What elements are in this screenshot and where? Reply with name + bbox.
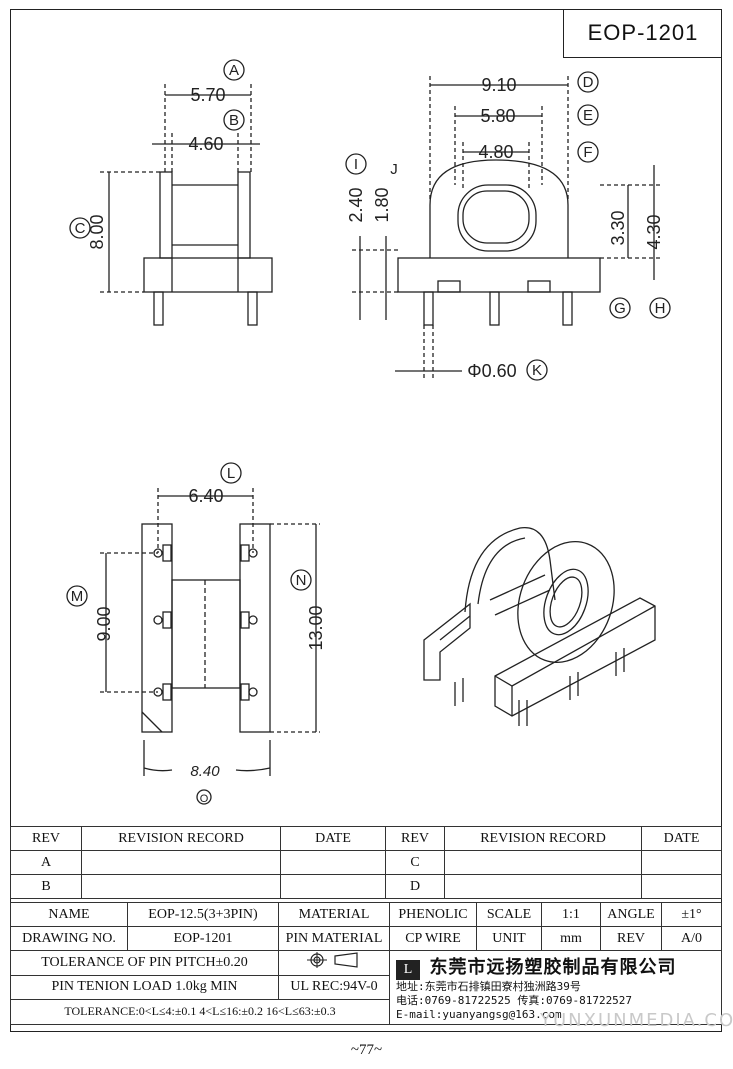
- company-phone: 电话:0769-81722525 传真:0769-81722527: [396, 993, 633, 1007]
- spec-table: NAME EOP-12.5(3+3PIN) MATERIAL PHENOLIC …: [10, 902, 722, 1025]
- company-block: L 东莞市远扬塑胶制品有限公司 地址:东莞市石排镇田寮村独洲路39号 电话:07…: [389, 950, 722, 1025]
- marker-a: A: [229, 62, 239, 79]
- drawing-title: EOP-1201: [563, 9, 722, 58]
- dim-j-value: 1.80: [372, 187, 392, 222]
- material-label: MATERIAL: [278, 902, 390, 927]
- date-cell: [641, 850, 722, 875]
- pin-load: PIN TENION LOAD 1.0kg MIN: [10, 974, 279, 1001]
- marker-j: J: [390, 161, 398, 178]
- dim-a-value: 5.70: [190, 85, 225, 105]
- marker-m: M: [71, 588, 84, 605]
- marker-o: O: [200, 793, 209, 805]
- name-value: EOP-12.5(3+3PIN): [127, 902, 279, 927]
- dim-d-value: 9.10: [481, 75, 516, 95]
- spec-row-tolerance: TOLERANCE OF PIN PITCH±0.20 L 东莞市远扬塑胶制品有…: [10, 950, 722, 1025]
- tolerance-pitch: TOLERANCE OF PIN PITCH±0.20: [10, 950, 279, 976]
- rev-cell: C: [385, 850, 445, 875]
- page-number: ~77~: [350, 1042, 383, 1058]
- material-value: PHENOLIC: [389, 902, 477, 927]
- dim-i-value: 2.40: [346, 187, 366, 222]
- drawing-no-label: DRAWING NO.: [10, 926, 128, 951]
- revision-record-header-2: REVISION RECORD: [444, 826, 642, 851]
- rev-cell: B: [10, 874, 82, 899]
- date-cell: [280, 874, 386, 899]
- company-name: 东莞市远扬塑胶制品有限公司: [429, 957, 677, 978]
- spec-row-load: PIN TENION LOAD 1.0kg MIN UL REC:94V-0: [10, 974, 722, 1001]
- pin-material-value: CP WIRE: [389, 926, 477, 951]
- rev-cell: A: [10, 850, 82, 875]
- rev-value: A/0: [661, 926, 722, 951]
- dim-b-value: 4.60: [188, 134, 223, 154]
- scale-label: SCALE: [476, 902, 542, 927]
- drawing-no-value: EOP-1201: [127, 926, 279, 951]
- table-row: A C: [10, 850, 722, 875]
- dim-e-value: 5.80: [480, 106, 515, 126]
- marker-g: G: [614, 300, 626, 317]
- company-logo: L: [396, 959, 420, 980]
- dim-h-value: 4.30: [644, 214, 664, 249]
- pin-material-label: PIN MATERIAL: [278, 926, 390, 951]
- spec-row-range: TOLERANCE:0<L≤4:±0.1 4<L≤16:±0.2 16<L≤63…: [10, 999, 722, 1025]
- rev-header-2: REV: [385, 826, 445, 851]
- marker-e: E: [583, 107, 593, 124]
- projection-icon: [307, 952, 358, 969]
- dim-o-value: 8.40: [190, 763, 220, 780]
- revision-record-header: REVISION RECORD: [81, 826, 281, 851]
- unit-value: mm: [541, 926, 601, 951]
- drawing-frame: [10, 9, 722, 1032]
- ul-rec: UL REC:94V-0: [278, 974, 390, 1001]
- scale-value: 1:1: [541, 902, 601, 927]
- name-label: NAME: [10, 902, 128, 927]
- dim-m-value: 9.00: [94, 606, 114, 641]
- front-view: [100, 84, 273, 326]
- unit-label: UNIT: [476, 926, 542, 951]
- record-cell: [444, 874, 642, 899]
- technical-drawing: A B C D E F I J G H K L M N O 5.70 4.60 …: [66, 59, 671, 805]
- date-header-2: DATE: [641, 826, 722, 851]
- dim-k-value: Φ0.60: [467, 361, 516, 381]
- spec-row-name: NAME EOP-12.5(3+3PIN) MATERIAL PHENOLIC …: [10, 902, 722, 927]
- marker-f: F: [583, 144, 592, 161]
- date-cell: [280, 850, 386, 875]
- marker-n: N: [296, 572, 307, 589]
- dim-f-value: 4.80: [478, 142, 513, 162]
- dim-g-value: 3.30: [608, 210, 628, 245]
- company-address: 地址:东莞市石排镇田寮村独洲路39号: [396, 979, 581, 993]
- marker-d: D: [583, 74, 594, 91]
- side-view: [352, 76, 660, 378]
- table-row: B D: [10, 874, 722, 899]
- dim-n-value: 13.00: [306, 605, 326, 650]
- record-cell: [81, 874, 281, 899]
- watermark: YUNXUNMEDIA.COM: [540, 1010, 733, 1031]
- record-cell: [444, 850, 642, 875]
- tolerance-range: TOLERANCE:0<L≤4:±0.1 4<L≤16:±0.2 16<L≤63…: [10, 999, 390, 1025]
- date-cell: [641, 874, 722, 899]
- marker-l: L: [227, 465, 235, 482]
- isometric-view: [423, 526, 656, 726]
- date-header: DATE: [280, 826, 386, 851]
- projection-symbol: [278, 950, 390, 976]
- company-email: E-mail:yuanyangsg@163.com: [396, 1007, 562, 1021]
- marker-i: I: [354, 156, 358, 173]
- marker-k: K: [532, 362, 542, 379]
- revision-table: REV REVISION RECORD DATE REV REVISION RE…: [10, 826, 722, 899]
- marker-h: H: [655, 300, 666, 317]
- bottom-view: [100, 488, 320, 776]
- spec-row-drawing: DRAWING NO. EOP-1201 PIN MATERIAL CP WIR…: [10, 926, 722, 951]
- angle-value: ±1°: [661, 902, 722, 927]
- rev-cell: D: [385, 874, 445, 899]
- rev-header: REV: [10, 826, 82, 851]
- rev-label: REV: [600, 926, 662, 951]
- dim-c-value: 8.00: [87, 214, 107, 249]
- marker-b: B: [229, 112, 239, 129]
- record-cell: [81, 850, 281, 875]
- dim-l-value: 6.40: [188, 486, 223, 506]
- revision-header-row: REV REVISION RECORD DATE REV REVISION RE…: [10, 826, 722, 851]
- angle-label: ANGLE: [600, 902, 662, 927]
- marker-c: C: [75, 220, 86, 237]
